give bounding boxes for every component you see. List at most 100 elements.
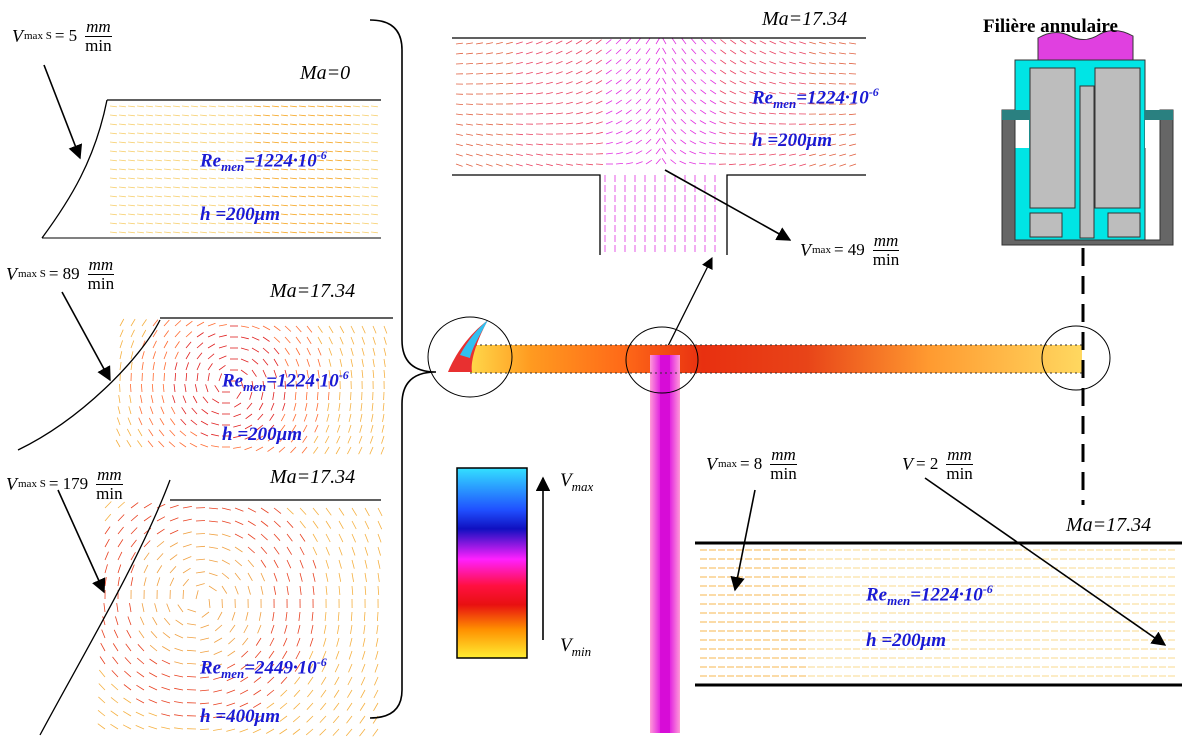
velocity-vector — [138, 417, 143, 426]
velocity-vector — [286, 572, 291, 582]
velocity-vector — [195, 583, 205, 587]
velocity-vector — [200, 663, 210, 666]
velocity-vector — [182, 567, 191, 574]
velocity-vector — [625, 89, 632, 95]
velocity-vector — [338, 533, 344, 543]
velocity-vector — [839, 52, 847, 55]
velocity-vector — [352, 231, 360, 234]
velocity-vector — [819, 163, 827, 167]
velocity-vector — [849, 163, 857, 167]
velocity-vector — [123, 711, 132, 717]
velocity-vector — [190, 431, 198, 437]
velocity-vector — [174, 320, 182, 327]
velocity-vector — [117, 564, 122, 574]
die-title: Filière annulaire — [983, 16, 1118, 37]
velocity-vector — [361, 168, 369, 171]
velocity-vector — [174, 701, 184, 704]
velocity-vector — [839, 123, 847, 126]
velocity-vector — [181, 204, 189, 207]
velocity-vector — [141, 351, 145, 360]
velocity-vector — [185, 372, 188, 382]
velocity-vector — [343, 123, 351, 126]
velocity-vector — [196, 342, 204, 349]
velocity-vector — [141, 383, 143, 393]
velocity-vector — [286, 559, 292, 569]
velocity-vector — [161, 713, 171, 717]
velocity-vector — [247, 546, 255, 554]
velocity-vector — [307, 222, 315, 225]
velocity-vector — [163, 213, 171, 216]
velocity-vector — [343, 177, 351, 180]
velocity-vector — [118, 177, 126, 180]
velocity-vector — [190, 213, 198, 216]
velocity-vector — [199, 150, 207, 153]
left-meniscus-tip — [460, 320, 488, 358]
die-white-gap-left — [1015, 118, 1029, 148]
velocity-vector — [475, 62, 484, 65]
velocity-vector — [199, 114, 207, 117]
velocity-vector — [200, 637, 210, 641]
velocity-vector — [136, 684, 145, 691]
velocity-vector — [260, 391, 264, 400]
velocity-vector — [298, 222, 306, 225]
velocity-vector — [505, 153, 513, 157]
velocity-vector — [182, 556, 192, 561]
velocity-vector — [154, 186, 162, 189]
velocity-vector — [352, 222, 360, 225]
velocity-vector — [145, 159, 153, 162]
velocity-vector — [555, 153, 563, 156]
velocity-vector — [208, 186, 216, 189]
velocity-vector — [273, 546, 280, 555]
velocity-vector — [625, 68, 632, 75]
velocity-vector — [372, 358, 375, 367]
velocity-vector — [122, 724, 132, 730]
velocity-vector — [655, 128, 661, 135]
velocity-vector — [163, 195, 171, 198]
velocity-vector — [671, 37, 677, 45]
velocity-vector — [352, 168, 360, 171]
velocity-vector — [605, 89, 613, 95]
velocity-vector — [271, 132, 279, 135]
velocity-vector — [289, 195, 297, 198]
velocity-vector — [585, 80, 593, 85]
velocity-vector — [200, 443, 209, 448]
velocity-vector — [326, 413, 330, 422]
velocity-vector — [495, 72, 503, 75]
velocity-vector — [186, 676, 197, 678]
velocity-vector — [680, 129, 687, 135]
velocity-vector — [605, 152, 613, 155]
velocity-vector — [759, 102, 767, 105]
velocity-vector — [145, 213, 153, 216]
velocity-vector — [505, 72, 513, 75]
velocity-vector — [208, 204, 216, 207]
velocity-vector — [328, 358, 332, 367]
velocity-vector — [152, 362, 155, 371]
velocity-vector — [323, 637, 327, 647]
velocity-vector — [256, 424, 264, 431]
velocity-vector — [525, 163, 533, 167]
velocity-vector — [381, 435, 385, 444]
velocity-vector — [307, 159, 315, 162]
velocity-vector — [690, 109, 697, 115]
velocity-vector — [109, 105, 117, 108]
velocity-vector — [671, 128, 677, 135]
velocity-vector — [819, 72, 827, 75]
velocity-vector — [174, 727, 184, 730]
velocity-vector — [829, 143, 837, 146]
velocity-vector — [280, 413, 286, 422]
velocity-vector — [196, 332, 204, 338]
free-surface-panel3 — [39, 479, 171, 736]
velocity-vector — [361, 150, 369, 153]
velocity-vector — [286, 585, 289, 595]
velocity-vector — [316, 141, 324, 144]
velocity-vector — [662, 97, 667, 105]
velocity-vector — [585, 121, 593, 125]
velocity-vector — [359, 728, 366, 737]
velocity-vector — [136, 195, 144, 198]
velocity-vector — [149, 644, 158, 652]
velocity-vector — [127, 132, 135, 135]
velocity-vector — [485, 133, 493, 136]
velocity-vector — [186, 663, 197, 665]
velocity-vector — [290, 446, 297, 454]
velocity-vector — [211, 433, 220, 437]
